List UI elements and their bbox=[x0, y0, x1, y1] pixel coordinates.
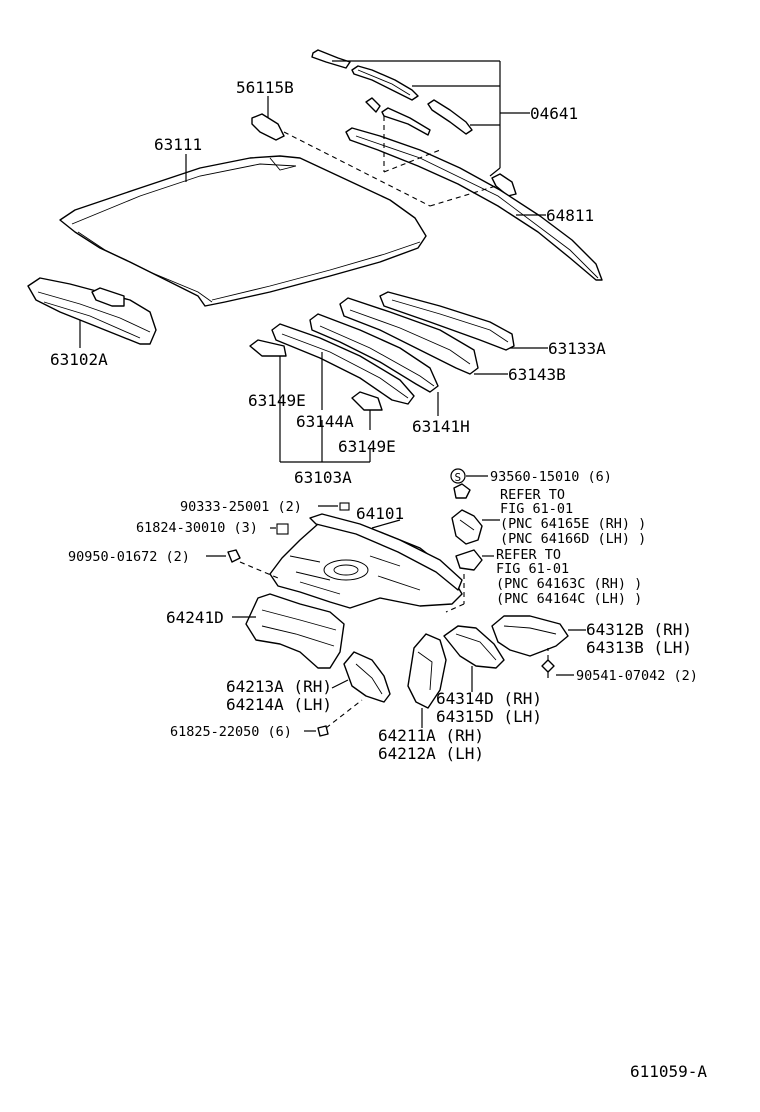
label-64214A: 64214A (LH) bbox=[226, 695, 332, 714]
clip-56115B bbox=[251, 113, 285, 141]
dashed-relation-lines bbox=[239, 116, 549, 729]
clip-90950 bbox=[227, 549, 241, 563]
label-64314D: 64314D (RH) bbox=[436, 689, 542, 708]
label-90541: 90541-07042 (2) bbox=[576, 668, 698, 684]
rear-floor-pan-64101 bbox=[269, 513, 463, 609]
label-refer2-d: (PNC 64164C (LH) ) bbox=[496, 591, 642, 607]
bolt-90541 bbox=[541, 659, 555, 678]
label-04641: 04641 bbox=[530, 104, 578, 123]
label-64211A: 64211A (RH) bbox=[378, 726, 484, 745]
clip-61825 bbox=[317, 725, 329, 737]
label-64811: 64811 bbox=[546, 206, 594, 225]
label-refer2-b: FIG 61-01 bbox=[496, 561, 569, 577]
cross-member-64241D bbox=[245, 593, 345, 669]
reference-parts bbox=[451, 509, 483, 571]
label-90333: 90333-25001 (2) bbox=[180, 499, 302, 515]
roof-side-rail-64811 bbox=[345, 127, 603, 281]
label-64213A: 64213A (RH) bbox=[226, 677, 332, 696]
clip-61824 bbox=[276, 523, 289, 535]
label-64241D: 64241D bbox=[166, 608, 224, 627]
label-63149E-b: 63149E bbox=[338, 437, 396, 456]
label-93560: 93560-15010 (6) bbox=[490, 469, 612, 485]
clip-90333 bbox=[339, 502, 350, 511]
figure-id: 611059-A bbox=[630, 1062, 707, 1081]
label-64101: 64101 bbox=[356, 504, 404, 523]
label-63102A: 63102A bbox=[50, 350, 108, 369]
label-64312B: 64312B (RH) bbox=[586, 620, 692, 639]
label-63141H: 63141H bbox=[412, 417, 470, 436]
s-symbol: S bbox=[455, 471, 462, 484]
label-63149E-a: 63149E bbox=[248, 391, 306, 410]
label-refer1-c: (PNC 64165E (RH) ) bbox=[500, 516, 646, 532]
bracket-64314D bbox=[443, 625, 505, 669]
label-64212A: 64212A (LH) bbox=[378, 744, 484, 763]
roof-panel-63111 bbox=[59, 155, 427, 307]
label-refer2-a: REFER TO bbox=[496, 547, 561, 563]
front-header-63102A bbox=[27, 277, 157, 345]
molding-strips-04641 bbox=[311, 49, 517, 197]
label-refer1-a: REFER TO bbox=[500, 487, 565, 503]
label-56115B: 56115B bbox=[236, 78, 294, 97]
label-63133A: 63133A bbox=[548, 339, 606, 358]
label-64313B: 64313B (LH) bbox=[586, 638, 692, 657]
bracket-64312B bbox=[491, 615, 569, 657]
label-64315D: 64315D (LH) bbox=[436, 707, 542, 726]
label-refer1-d: (PNC 64166D (LH) ) bbox=[500, 531, 646, 547]
label-63103A: 63103A bbox=[294, 468, 352, 487]
label-63143B: 63143B bbox=[508, 365, 566, 384]
roof-reinforcements bbox=[249, 291, 515, 411]
label-90950: 90950-01672 (2) bbox=[68, 549, 190, 565]
bracket-64213A bbox=[343, 651, 391, 703]
label-refer1-b: FIG 61-01 bbox=[500, 501, 573, 517]
label-63111: 63111 bbox=[154, 135, 202, 154]
label-refer2-c: (PNC 64163C (RH) ) bbox=[496, 576, 642, 592]
part-labels: 04641 56115B 63111 64811 63102A 63133A 6… bbox=[50, 78, 707, 1081]
label-61825: 61825-22050 (6) bbox=[170, 724, 292, 740]
bracket-64211A bbox=[407, 633, 447, 709]
leader-lines bbox=[79, 60, 586, 732]
label-61824: 61824-30010 (3) bbox=[136, 520, 258, 536]
bolt-93560 bbox=[450, 468, 471, 499]
label-63144A: 63144A bbox=[296, 412, 354, 431]
